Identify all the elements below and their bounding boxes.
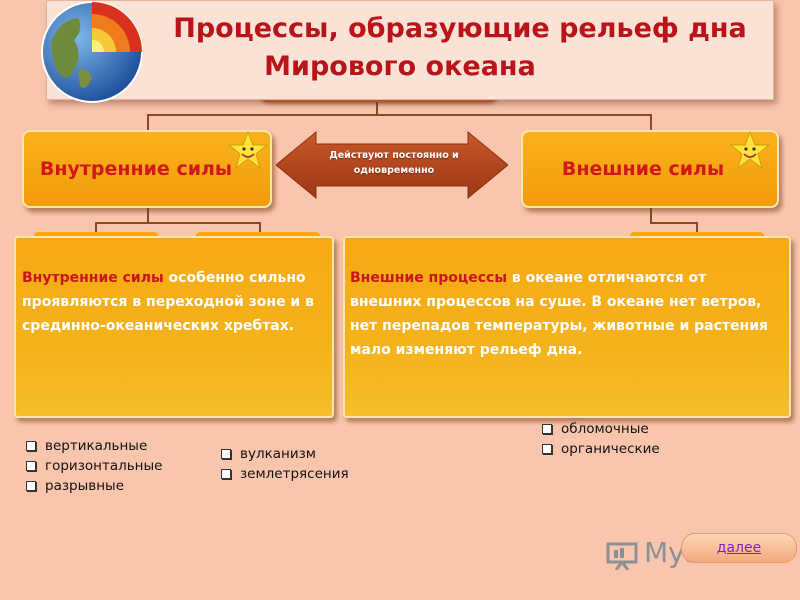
smiling-star-icon	[729, 130, 771, 170]
external-forces-label: Внешние силы	[561, 158, 725, 180]
square-bullet-icon	[221, 449, 231, 459]
square-bullet-icon	[542, 444, 552, 454]
presentation-board-icon	[606, 542, 638, 570]
square-bullet-icon	[26, 481, 36, 491]
square-bullet-icon	[221, 469, 231, 479]
external-forces-description-box	[343, 236, 791, 418]
next-button[interactable]: далее	[681, 533, 797, 563]
connector-external-right	[696, 222, 698, 236]
internal-forces-description-highlight: Внутренние силы	[22, 270, 164, 286]
square-bullet-icon	[542, 424, 552, 434]
box-stub	[34, 232, 158, 238]
internal-forces-description-text: особенно сильно проявляются в переходной…	[22, 270, 314, 334]
connector-vertical-top	[376, 100, 378, 116]
smiling-star-icon	[227, 130, 269, 170]
box-stub	[196, 232, 320, 238]
endogenous-processes-list: вулканизм землетрясения	[219, 444, 349, 484]
next-button-label[interactable]: далее	[716, 540, 762, 556]
deposit-types-list: обломочные органические	[540, 419, 660, 459]
list-item: разрывные	[24, 476, 162, 496]
dislocation-types-list: вертикальные горизонтальные разрывные	[24, 436, 162, 496]
title-banner	[46, 0, 774, 100]
list-item: обломочные	[540, 419, 660, 439]
connector-internal-horizontal	[95, 222, 261, 224]
connector-internal-left	[95, 222, 97, 236]
arrow-caption-line2: одновременно	[353, 165, 435, 176]
internal-forces-label: Внутренние силы	[39, 158, 233, 180]
connector-internal-right	[259, 222, 261, 236]
list-item: органические	[540, 439, 660, 459]
internal-forces-description: Внутренние силы особенно сильно проявляю…	[22, 266, 322, 338]
list-item: землетрясения	[219, 464, 349, 484]
page-title: Процессы, образующие рельеф дна Мирового…	[150, 10, 770, 86]
internal-forces-box: Внутренние силы	[22, 130, 272, 208]
arrow-caption-line1: Действуют постоянно и	[329, 150, 459, 161]
earth-cutaway-icon	[41, 1, 143, 103]
external-forces-description-text: в океане отличаются от внешних процессов…	[350, 270, 768, 358]
box-stub	[630, 232, 764, 238]
arrow-caption: Действуют постоянно и одновременно	[310, 148, 478, 178]
list-item: горизонтальные	[24, 456, 162, 476]
page-title-line1: Процессы, образующие рельеф дна	[173, 13, 747, 44]
external-forces-description-highlight: Внешние процессы	[350, 270, 508, 286]
connector-internal-down	[147, 205, 149, 223]
connector-right-down	[650, 114, 652, 131]
list-item: вулканизм	[219, 444, 349, 464]
double-arrow-icon	[276, 130, 508, 200]
page-title-line2: Мирового океана	[264, 51, 536, 82]
connector-left-down	[147, 114, 149, 131]
square-bullet-icon	[26, 461, 36, 471]
square-bullet-icon	[26, 441, 36, 451]
connector-external-horizontal	[650, 222, 698, 224]
external-forces-description: Внешние процессы в океане отличаются от …	[350, 266, 780, 362]
list-item: вертикальные	[24, 436, 162, 456]
internal-forces-description-box	[14, 236, 334, 418]
connector-external-down	[650, 205, 652, 223]
connector-horizontal-top	[147, 114, 651, 116]
external-forces-box: Внешние силы	[521, 130, 779, 208]
